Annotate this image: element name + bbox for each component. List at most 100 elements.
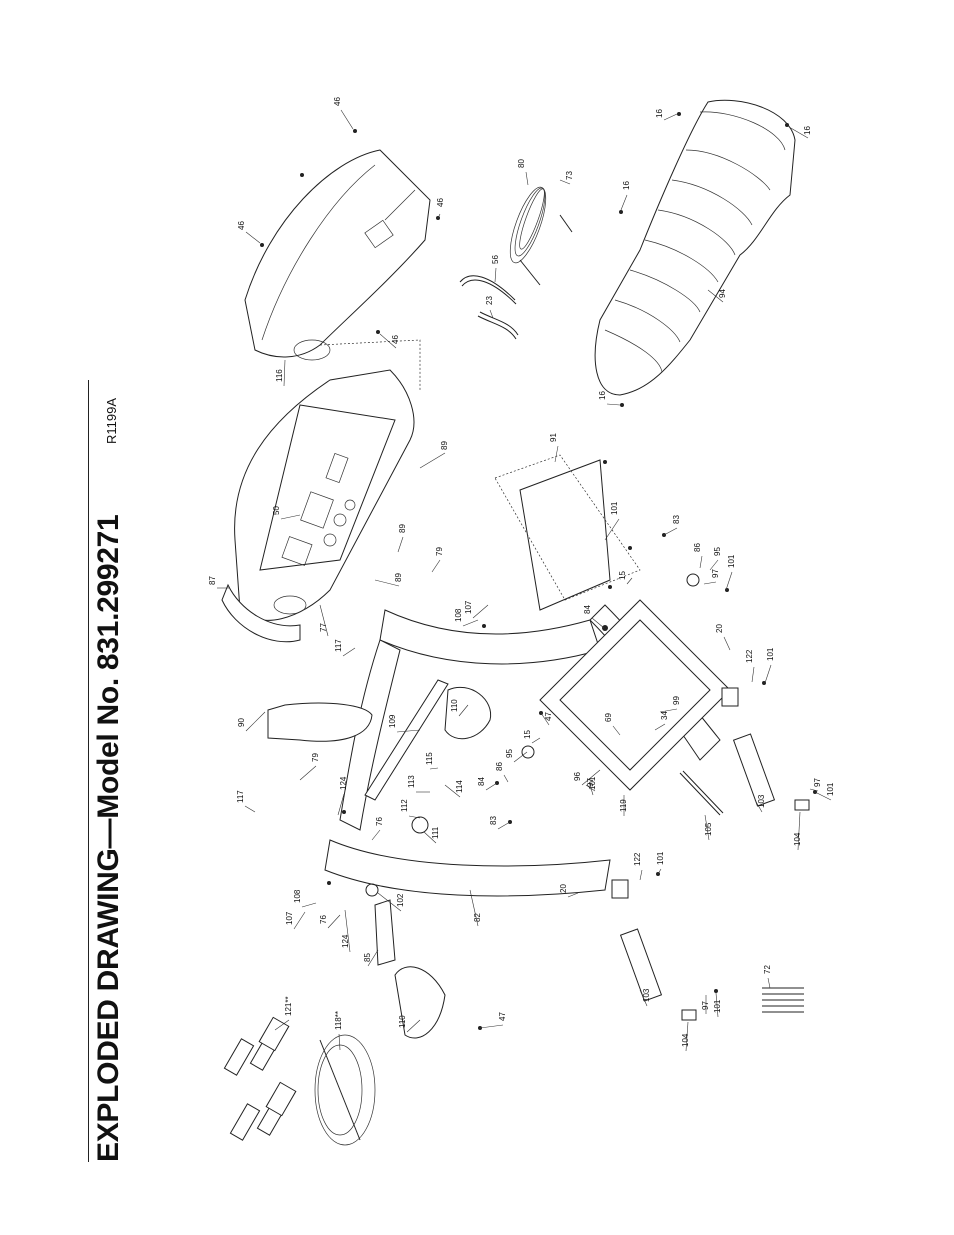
callout-105: 105 <box>704 822 713 836</box>
foot-104-right <box>794 799 810 811</box>
callout-84-b: 84 <box>477 777 486 786</box>
callout-16-a: 16 <box>655 109 664 118</box>
callout-104-b: 104 <box>681 1033 690 1047</box>
callout-117-a: 117 <box>334 639 343 652</box>
upright-85 <box>374 899 396 966</box>
callout-20-a: 20 <box>715 624 724 633</box>
bolts-72 <box>762 987 804 1013</box>
motor-plate-91 <box>494 454 641 611</box>
callout-84-a: 84 <box>583 605 592 614</box>
leveler-103-left <box>619 928 663 1002</box>
callout-107-b: 107 <box>285 911 294 925</box>
callout-85: 85 <box>363 953 372 962</box>
wire-56-b <box>461 279 517 305</box>
callout-101-d: 101 <box>588 776 597 790</box>
shock-105 <box>679 772 721 816</box>
callout-77: 77 <box>319 623 328 632</box>
callout-16-b: 16 <box>803 126 812 135</box>
crossbar-109 <box>364 679 449 801</box>
leader-lines <box>217 109 832 1052</box>
callout-110-a: 110 <box>450 699 459 712</box>
callout-90: 90 <box>237 718 246 727</box>
callout-109: 109 <box>388 714 397 728</box>
callout-79-a: 79 <box>435 547 444 556</box>
callout-119: 119 <box>619 799 628 812</box>
straps-118 <box>314 1034 376 1146</box>
wire-23 <box>479 311 519 336</box>
callout-118: 118** <box>334 1011 343 1030</box>
callout-115: 115 <box>425 752 434 765</box>
title-rule <box>88 380 89 1162</box>
callout-82: 82 <box>473 913 482 922</box>
callout-113: 113 <box>407 775 416 788</box>
callout-86-b: 86 <box>495 762 504 771</box>
callout-89-a: 89 <box>440 441 449 450</box>
callout-97-d: 97 <box>701 1001 710 1010</box>
callout-47-a: 47 <box>544 712 553 721</box>
leveler-103-right <box>732 733 776 807</box>
callout-122-b: 122 <box>633 852 642 866</box>
callout-95-a: 95 <box>713 547 722 556</box>
callout-46-b: 46 <box>237 221 246 230</box>
callout-76-a: 76 <box>375 817 384 826</box>
callout-86-a: 86 <box>693 543 702 552</box>
callout-101-g: 101 <box>713 999 722 1013</box>
callout-46-d: 46 <box>391 335 400 344</box>
callout-91: 91 <box>549 433 558 442</box>
wire-56 <box>459 275 516 301</box>
callout-101-e: 101 <box>656 851 665 865</box>
callout-34: 34 <box>660 711 669 720</box>
callout-124-b: 124 <box>341 934 350 948</box>
callout-15-a: 15 <box>618 571 627 580</box>
callout-101-f: 101 <box>826 782 835 796</box>
callout-111: 111 <box>431 826 440 839</box>
base-frame <box>539 599 739 899</box>
callout-97-a: 97 <box>711 569 720 578</box>
callout-104-a: 104 <box>793 832 802 846</box>
console-50 <box>221 369 415 643</box>
callout-110-b: 110 <box>398 1015 407 1028</box>
callout-79-b: 79 <box>311 753 320 762</box>
callout-122-a: 122 <box>745 649 754 663</box>
callout-15-b: 15 <box>523 730 532 739</box>
pad-110-upper <box>444 686 492 740</box>
callout-112: 112 <box>400 799 409 812</box>
callout-101-c: 101 <box>766 647 775 661</box>
decal-90 <box>267 702 373 742</box>
callout-102: 102 <box>396 893 405 907</box>
callout-121: 121** <box>284 996 293 1016</box>
pad-110-lower <box>394 966 446 1039</box>
callout-116: 116 <box>275 369 284 382</box>
callout-16-d: 16 <box>598 391 607 400</box>
callout-50: 50 <box>272 506 281 515</box>
wire-harness-80 <box>509 186 573 286</box>
callout-114: 114 <box>455 780 464 793</box>
callout-labels: 46 46 46 46 16 16 16 16 80 73 56 23 116 … <box>208 97 835 1047</box>
callout-56: 56 <box>491 255 500 264</box>
callout-117-b: 117 <box>236 790 245 803</box>
callout-69: 69 <box>604 713 613 722</box>
callout-89-b: 89 <box>398 524 407 533</box>
callout-97-c: 97 <box>813 778 822 787</box>
callout-108-a: 108 <box>454 608 463 622</box>
callout-72: 72 <box>763 965 772 974</box>
callout-20-b: 20 <box>559 884 568 893</box>
callout-103-b: 103 <box>642 988 651 1002</box>
wire-23-b <box>477 315 517 340</box>
callout-101-b: 101 <box>727 554 736 568</box>
callout-96: 96 <box>573 772 582 781</box>
callout-89-c: 89 <box>394 573 403 582</box>
callout-95-b: 95 <box>505 749 514 758</box>
callout-103-a: 103 <box>757 794 766 808</box>
callout-73: 73 <box>565 171 574 180</box>
foot-104-left <box>681 1009 697 1021</box>
callout-80: 80 <box>517 159 526 168</box>
callout-101-a: 101 <box>610 501 619 515</box>
callout-99: 99 <box>672 696 681 705</box>
callout-16-c: 16 <box>622 181 631 190</box>
callout-46-a: 46 <box>333 97 342 106</box>
callout-87: 87 <box>208 576 217 585</box>
callout-83-b: 83 <box>489 816 498 825</box>
shock-105-b <box>682 770 724 814</box>
